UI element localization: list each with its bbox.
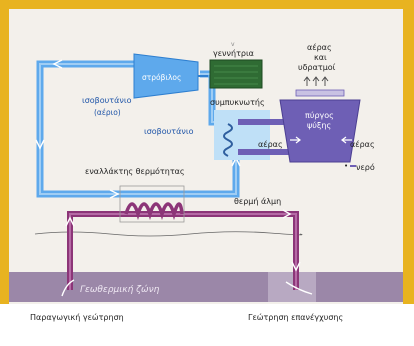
exhaust-air-label: αέρας bbox=[307, 42, 332, 52]
exhaust-arrows bbox=[303, 76, 329, 86]
production-well-label: Παραγωγική γεώτρηση bbox=[30, 312, 124, 322]
generator-icon bbox=[209, 59, 263, 89]
air-right-arrow bbox=[341, 136, 352, 144]
generator-mark: v bbox=[231, 41, 235, 48]
exhaust-and-label: και bbox=[314, 53, 327, 62]
water-arrow: • bbox=[344, 162, 348, 170]
air-left-arrow bbox=[290, 136, 301, 144]
flow-arrow-icon bbox=[35, 59, 241, 199]
cooling-tower-label-2: ψύξης bbox=[307, 120, 331, 130]
heat-exchanger-box bbox=[119, 185, 185, 223]
hot-brine-label: θερμή άλμη bbox=[234, 197, 281, 206]
cooling-tower-label: πύργος bbox=[305, 110, 334, 120]
geothermal-zone-label: Γεωθερμική ζώνη bbox=[80, 284, 160, 295]
turbine-icon bbox=[133, 53, 199, 99]
air-left-label: αέρας bbox=[258, 139, 283, 149]
isobutane-gas-label: ισοβουτάνιο bbox=[82, 96, 132, 105]
condenser-label: συμπυκνωτής bbox=[210, 98, 265, 107]
production-well-arrow bbox=[61, 279, 75, 297]
reinjection-well-label: Γεώτρηση επανέγχυσης bbox=[248, 312, 343, 322]
isobutane-liquid-label: ισοβουτάνιο bbox=[144, 127, 194, 136]
flow-arrow-icon bbox=[65, 209, 301, 272]
reinjection-well-arrow bbox=[285, 281, 313, 295]
geothermal-zone-band bbox=[9, 272, 403, 302]
generator-label: γεννήτρια bbox=[213, 49, 254, 58]
cooling-tower-icon bbox=[279, 99, 361, 163]
ground-line bbox=[34, 231, 303, 237]
turbine-label: στρόβιλος bbox=[142, 73, 181, 82]
brine-loop-highlight bbox=[69, 213, 297, 290]
heat-exchanger-label: εναλλάκτης θερμότητας bbox=[85, 166, 185, 176]
heat-exchanger-coil-icon bbox=[124, 202, 184, 221]
isobutane-gas-state-label: (αέριο) bbox=[94, 108, 121, 117]
cooling-tower-top bbox=[295, 89, 345, 97]
condenser-coil-icon bbox=[223, 123, 233, 157]
water-label: νερό bbox=[356, 162, 375, 172]
reinjection-zone-highlight bbox=[268, 272, 316, 302]
air-right-label: αέρας bbox=[350, 139, 375, 149]
white-footer bbox=[0, 304, 414, 342]
exhaust-vapor-label: υδρατμοί bbox=[298, 63, 336, 72]
